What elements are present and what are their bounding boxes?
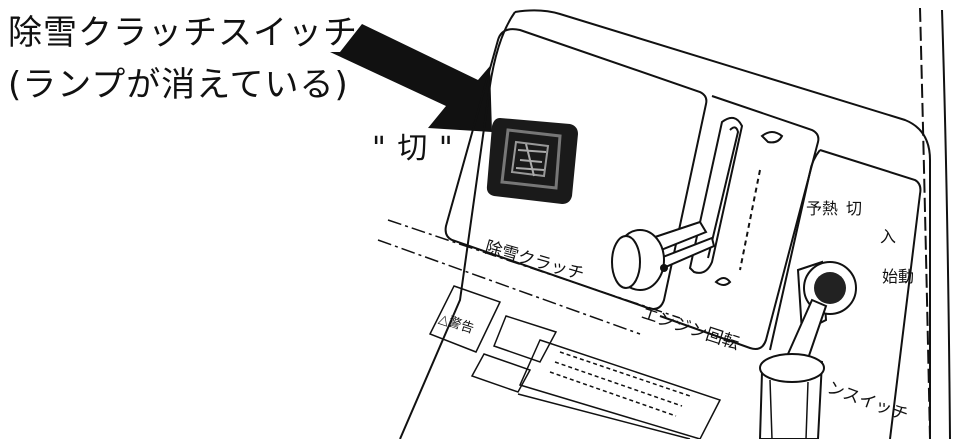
callout-title-line2: (ランプが消えている)	[8, 65, 349, 105]
snow-clutch-switch[interactable]	[486, 118, 578, 204]
callout-title-line1: 除雪クラッチスイッチ	[8, 13, 358, 53]
engine-speed-label: エンジン回転	[638, 304, 741, 355]
switch-state-label: " 切 "	[372, 131, 454, 166]
key-switch-label: ンスイッチ	[824, 378, 910, 426]
panel-outline	[399, 7, 951, 439]
off-position-label: 切	[846, 199, 862, 218]
clutch-section	[444, 28, 708, 310]
warning-panel	[377, 219, 722, 439]
key-switch-section	[769, 149, 922, 439]
engine-speed-section	[659, 95, 820, 350]
pointer-arrow	[330, 24, 492, 132]
clutch-label: 除雪クラッチ	[483, 238, 587, 285]
preheat-label: 予熱	[806, 199, 838, 218]
warning-label: △警告	[437, 311, 476, 337]
on-position-label: 入	[880, 227, 896, 246]
throttle-lever[interactable]	[611, 220, 716, 291]
turtle-icon	[714, 277, 732, 286]
rabbit-icon	[760, 131, 784, 144]
start-position-label: 始動	[882, 267, 914, 286]
ignition-key[interactable]	[758, 260, 857, 439]
